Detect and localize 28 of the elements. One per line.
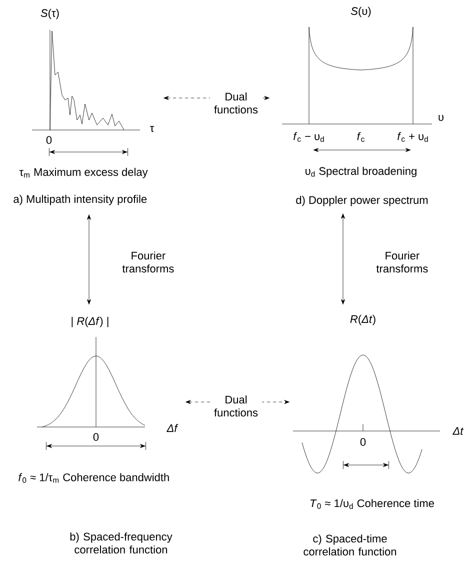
tick-label: 0 — [360, 438, 366, 446]
axis-label: υ — [438, 115, 444, 121]
axis-label: | R(Δf) | — [72, 316, 108, 328]
tick-label: f$_{c}$ + υ$_{d}$ — [398, 132, 428, 142]
annotation: f$_{0}$ ≈ 1/τ$_{m}$ Coherence bandwidth — [18, 473, 169, 483]
annotation: υ$_{d}$ Spectral broadening — [306, 166, 416, 178]
edge-label: Dual functions — [214, 395, 258, 417]
tick-label: 0 — [93, 433, 99, 441]
plot-title: d) Doppler power spectrum — [296, 196, 428, 206]
plot-title: b) Spaced-frequency correlation function — [70, 532, 172, 554]
annotation: T$_{0}$ ≈ 1/υ$_{d}$ Coherence time — [310, 499, 434, 509]
axis-label: S(τ) — [40, 8, 59, 20]
arrow — [87, 214, 91, 304]
tick-label: 0 — [46, 136, 52, 144]
edge-label: Fourier transforms — [376, 251, 428, 273]
edge-label: Dual functions — [214, 92, 258, 114]
edge-label: Fourier transforms — [122, 251, 174, 273]
axis-label: S(υ) — [350, 6, 371, 18]
axis-label: Δf — [166, 424, 178, 432]
axis-label: τ — [150, 126, 154, 132]
axis-label: Δt — [452, 427, 464, 435]
plot-title: c) Spaced-time correlation function — [304, 534, 396, 556]
axis-label: R(Δt) — [350, 314, 376, 326]
annotation: τ$_{m}$ Maximum excess delay — [19, 168, 148, 178]
arrow — [341, 214, 345, 304]
tick-label: f$_{c}$ — [357, 132, 364, 142]
plot-title: a) Multipath intensity profile — [14, 194, 147, 206]
tick-label: f$_{c}$ − υ$_{d}$ — [294, 132, 324, 142]
